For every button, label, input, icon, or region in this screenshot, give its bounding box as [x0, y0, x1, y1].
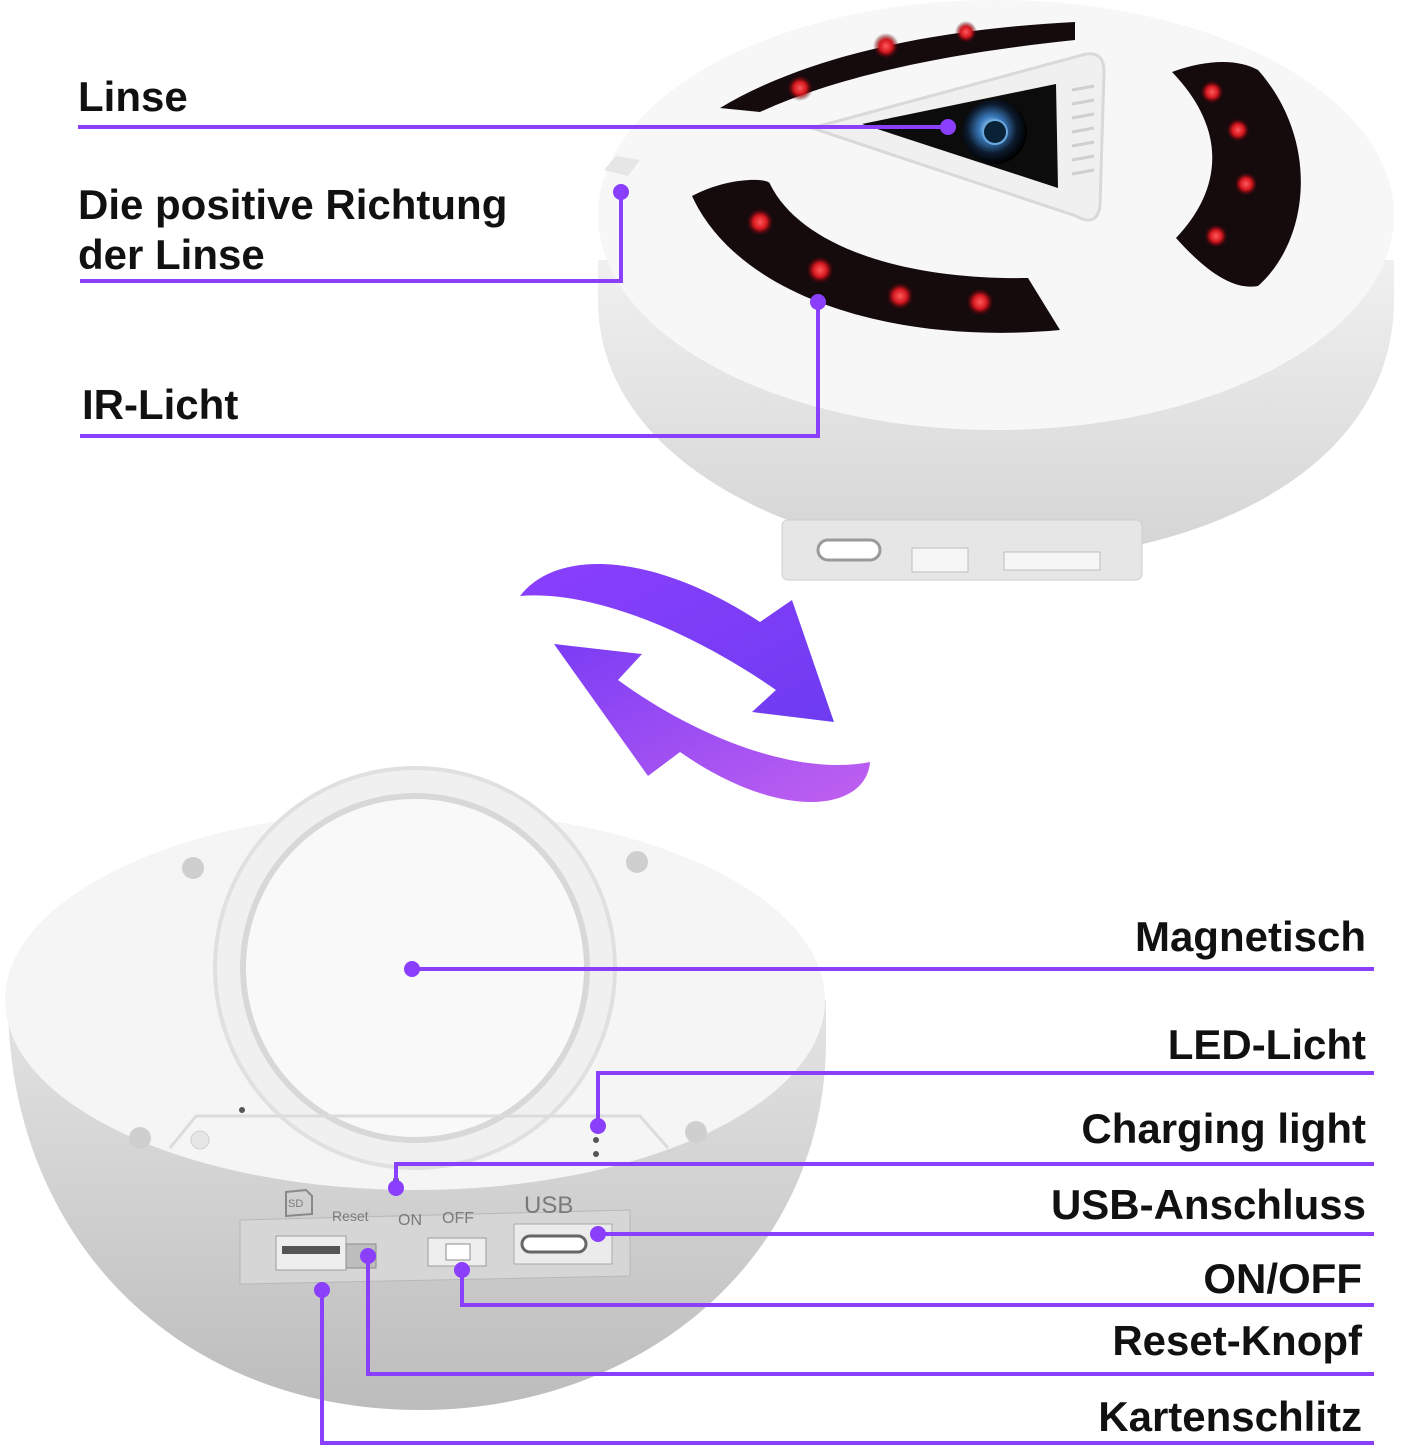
on-marking: ON	[398, 1212, 422, 1229]
led-light-label: LED-Licht	[1167, 1021, 1366, 1068]
off-marking: OFF	[442, 1210, 474, 1227]
usb-marking: USB	[524, 1192, 574, 1219]
lens-label: Linse	[78, 73, 188, 120]
sd-marking: SD	[288, 1198, 304, 1210]
usb-port-label: USB-Anschluss	[1050, 1181, 1366, 1228]
sd-card-icon	[285, 1188, 313, 1218]
card-slot-label: Kartenschlitz	[1098, 1393, 1362, 1440]
rotate-arrows-icon	[520, 564, 870, 802]
on-off-label: ON/OFF	[1203, 1255, 1362, 1302]
callout-lines	[78, 125, 1374, 1445]
ir-led-group	[746, 21, 1258, 316]
charging-light-label: Charging light	[1081, 1105, 1366, 1152]
camera-lens-icon	[963, 100, 1027, 164]
reset-button-label: Reset-Knopf	[1112, 1317, 1362, 1364]
top-device	[598, 0, 1394, 581]
reset-marking: Reset	[332, 1208, 369, 1224]
bottom-device	[5, 766, 826, 1410]
callout-dots	[314, 119, 956, 1298]
ir-light-label: IR-Licht	[82, 381, 239, 428]
lens-direction-label: Die positive Richtung der Linse	[78, 181, 508, 278]
magnetic-label: Magnetisch	[1134, 913, 1366, 960]
